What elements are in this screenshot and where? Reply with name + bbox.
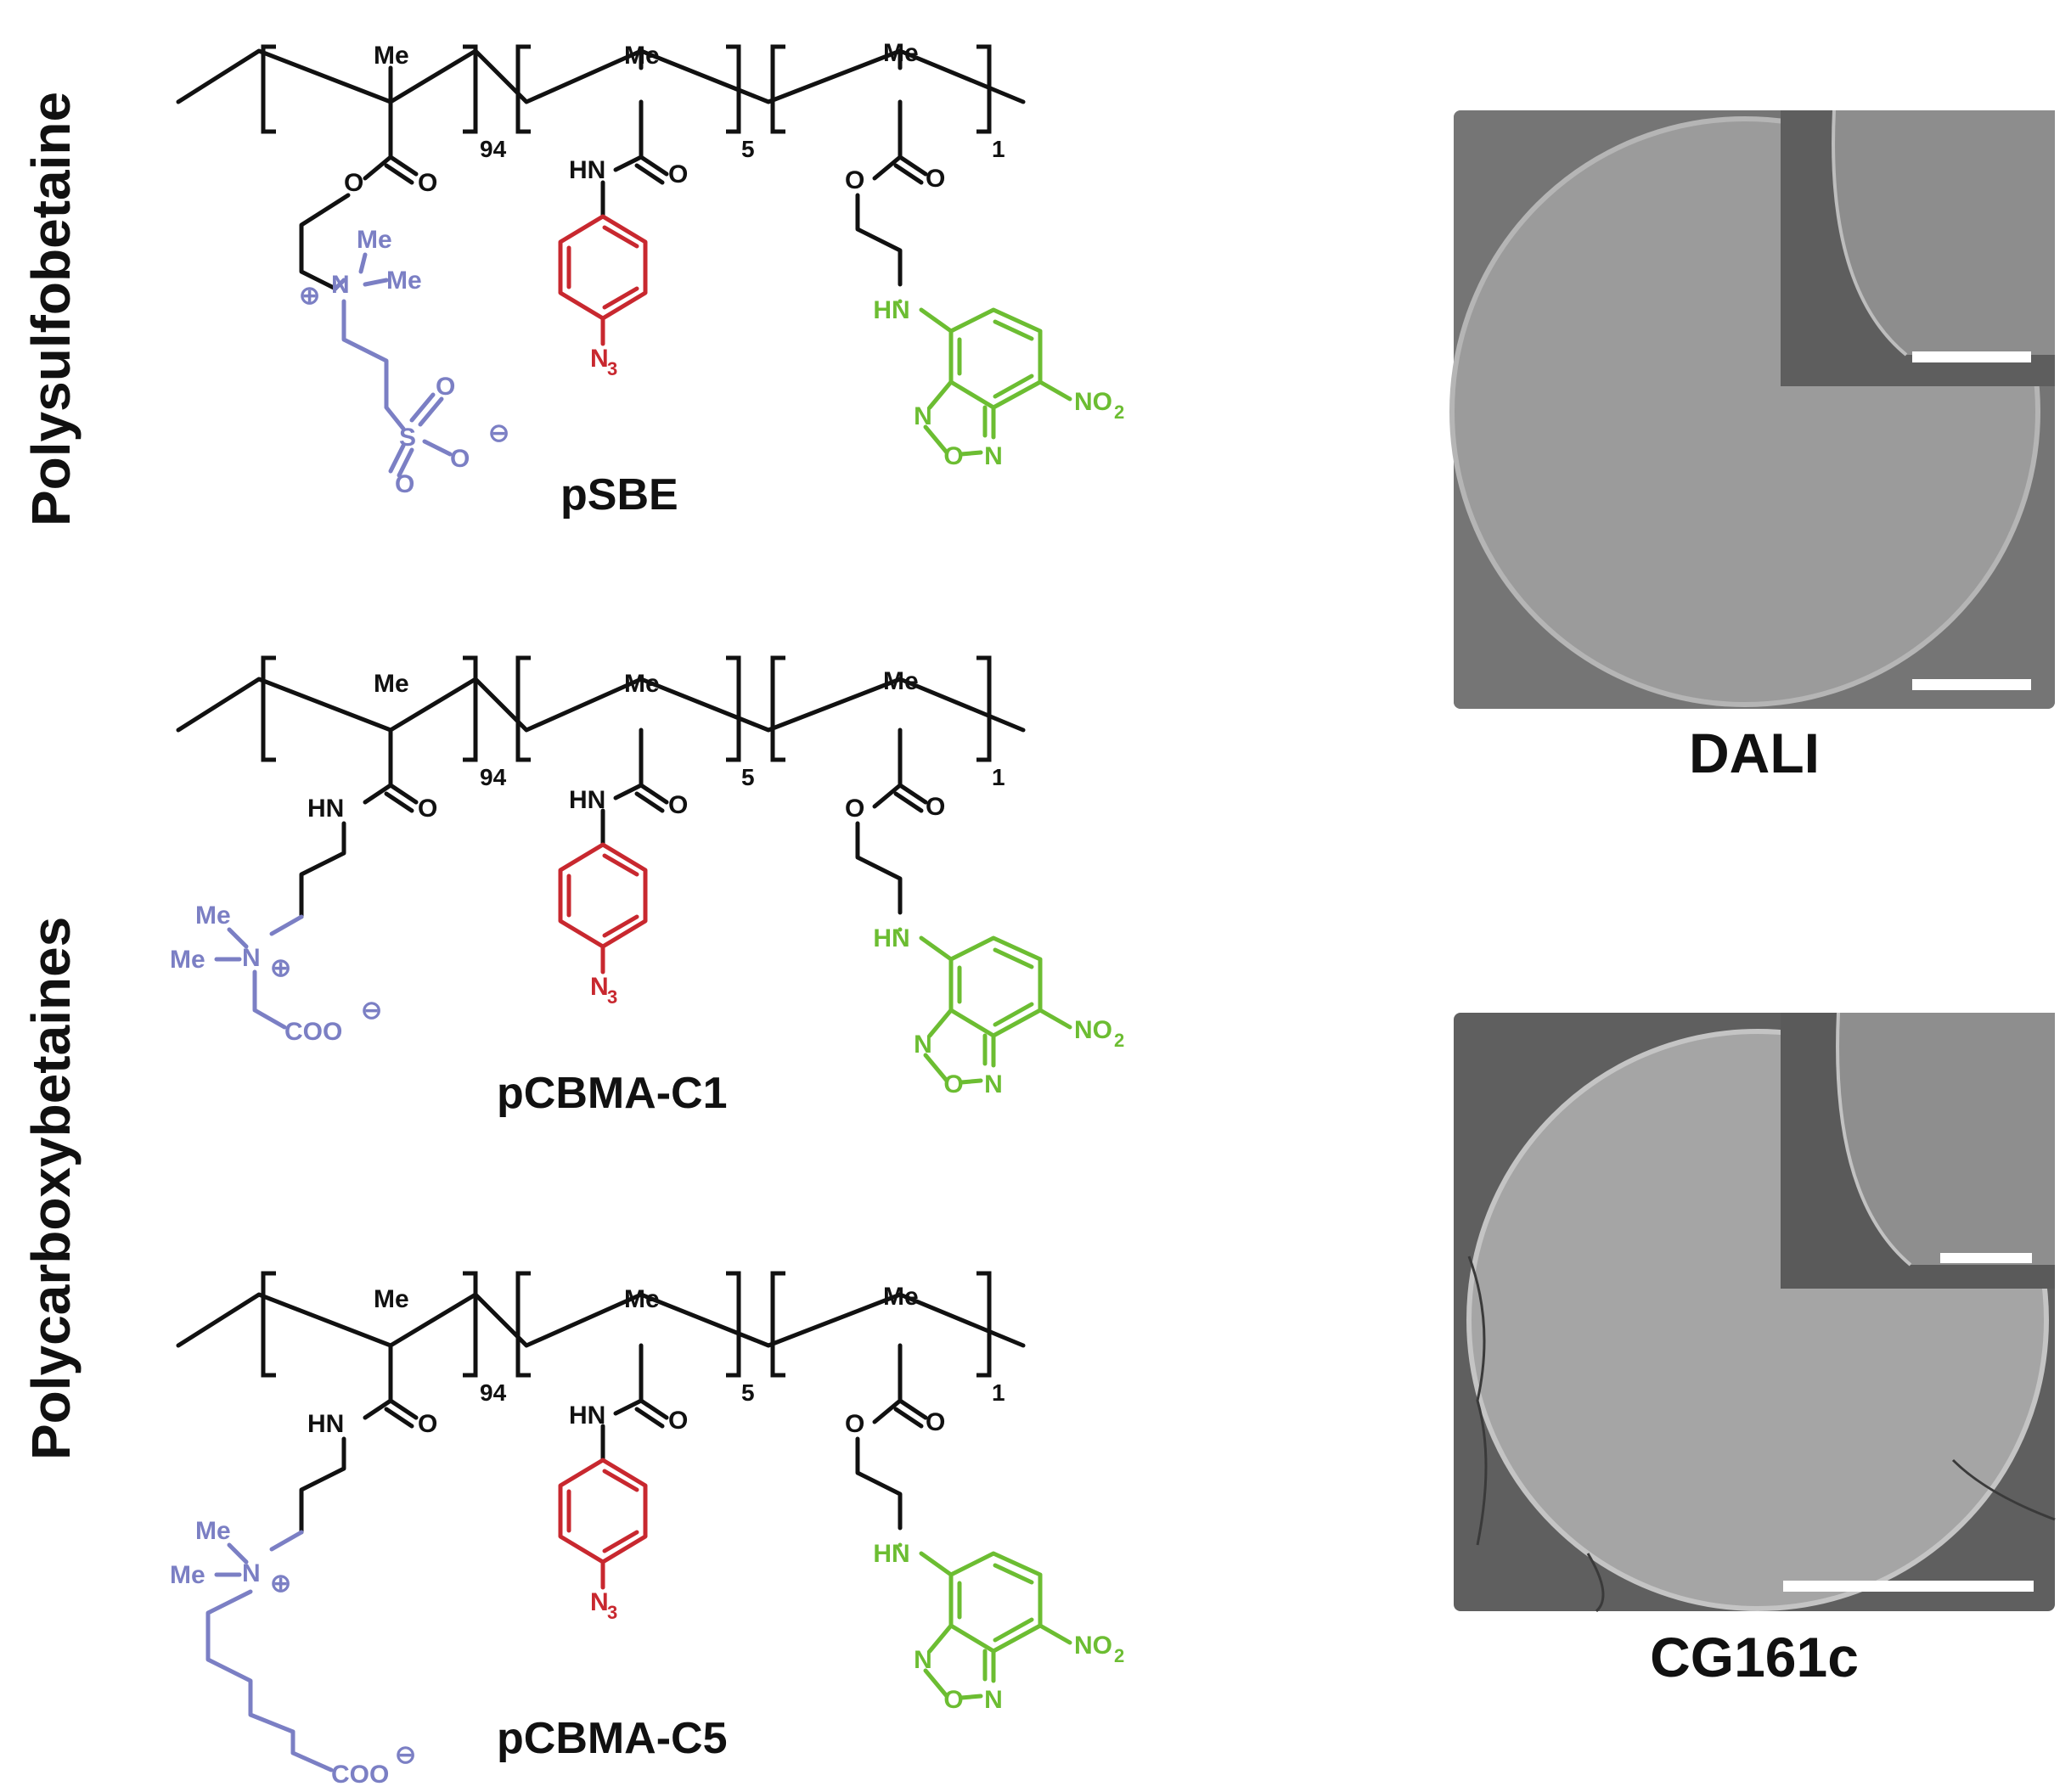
svg-text:Me: Me bbox=[195, 1517, 231, 1545]
svg-text:N: N bbox=[331, 271, 350, 299]
side-label-polycarboxybetaines: Polycarboxybetaines bbox=[20, 917, 82, 1460]
svg-text:N: N bbox=[242, 1559, 261, 1587]
svg-text:3: 3 bbox=[607, 1602, 617, 1623]
sem-label-cg161c: CG161c bbox=[1650, 1626, 1859, 1688]
svg-text:O: O bbox=[436, 373, 455, 401]
svg-text:⊖: ⊖ bbox=[488, 419, 509, 447]
svg-text:O: O bbox=[926, 165, 945, 193]
svg-text:O: O bbox=[668, 1407, 688, 1435]
polymer-pcbma-c1: 94 5 1 Me Me Me O HN N Me Me ⊕ COO ⊖ O H… bbox=[170, 655, 1124, 1118]
scale-bar bbox=[1912, 679, 2031, 690]
subscript-1: 1 bbox=[992, 1379, 1005, 1406]
svg-text:Me: Me bbox=[624, 1285, 660, 1313]
polymer-pcbma-c5: 94 5 1 Me Me Me O HN N Me Me ⊕ COO ⊖ O H… bbox=[170, 1271, 1124, 1789]
svg-text:O: O bbox=[845, 166, 864, 194]
svg-text:O: O bbox=[418, 1410, 437, 1438]
svg-text:O: O bbox=[668, 160, 688, 188]
inset-scale-bar bbox=[1912, 351, 2031, 362]
subscript-1: 1 bbox=[992, 764, 1005, 790]
svg-text:O: O bbox=[344, 169, 363, 197]
svg-text:Me: Me bbox=[374, 1285, 409, 1313]
svg-text:⊕: ⊕ bbox=[299, 282, 320, 310]
svg-text:3: 3 bbox=[607, 986, 617, 1008]
svg-text:COO: COO bbox=[331, 1761, 389, 1789]
subscript-5: 5 bbox=[741, 1379, 755, 1406]
polymer-name-pcbma-c1: pCBMA-C1 bbox=[497, 1069, 728, 1118]
svg-text:⊖: ⊖ bbox=[361, 997, 382, 1025]
svg-text:Me: Me bbox=[357, 226, 392, 254]
polymer-psbe: 94 5 1 Me Me Me O O N Me Me ⊕ S O O O ⊖ bbox=[176, 39, 1124, 520]
subscript-1: 1 bbox=[992, 136, 1005, 162]
svg-text:O: O bbox=[450, 445, 470, 473]
svg-text:Me: Me bbox=[624, 670, 660, 698]
svg-text:Me: Me bbox=[883, 39, 919, 67]
svg-text:N: N bbox=[242, 944, 261, 972]
svg-text:O: O bbox=[926, 793, 945, 821]
svg-text:Me: Me bbox=[624, 42, 660, 70]
polymer-name-psbe: pSBE bbox=[560, 470, 678, 520]
svg-text:Me: Me bbox=[883, 667, 919, 695]
sem-label-dali: DALI bbox=[1689, 722, 1820, 784]
svg-text:Me: Me bbox=[170, 946, 205, 974]
subscript-94: 94 bbox=[480, 136, 507, 162]
svg-text:⊕: ⊕ bbox=[270, 1570, 291, 1598]
svg-text:⊖: ⊖ bbox=[395, 1741, 416, 1769]
inset-scale-bar bbox=[1940, 1253, 2032, 1263]
svg-text:O: O bbox=[395, 470, 414, 498]
svg-text:O: O bbox=[845, 1410, 864, 1438]
svg-text:O: O bbox=[418, 795, 437, 823]
scale-bar bbox=[1783, 1581, 2034, 1592]
svg-text:Me: Me bbox=[374, 42, 409, 70]
sem-image-dali: DALI bbox=[1449, 110, 2055, 784]
svg-text:HN: HN bbox=[569, 1402, 605, 1430]
svg-text:HN: HN bbox=[307, 1410, 344, 1438]
svg-text:HN: HN bbox=[569, 156, 605, 184]
subscript-5: 5 bbox=[741, 764, 755, 790]
polymer-name-pcbma-c5: pCBMA-C5 bbox=[497, 1714, 728, 1763]
svg-text:N: N bbox=[590, 973, 609, 1001]
svg-text:N: N bbox=[590, 345, 609, 373]
svg-text:Me: Me bbox=[374, 670, 409, 698]
side-label-polysulfobetaine: Polysulfobetaine bbox=[20, 92, 82, 526]
svg-text:Me: Me bbox=[170, 1561, 205, 1589]
sem-image-cg161c: CG161c bbox=[1454, 1012, 2056, 1688]
svg-text:3: 3 bbox=[607, 358, 617, 379]
svg-text:Me: Me bbox=[883, 1283, 919, 1311]
svg-text:Me: Me bbox=[195, 902, 231, 930]
svg-text:HN: HN bbox=[307, 795, 344, 823]
svg-text:COO: COO bbox=[284, 1018, 342, 1046]
svg-text:O: O bbox=[668, 791, 688, 819]
subscript-94: 94 bbox=[480, 764, 507, 790]
svg-text:Me: Me bbox=[386, 267, 422, 295]
svg-text:O: O bbox=[845, 795, 864, 823]
svg-text:HN: HN bbox=[569, 786, 605, 814]
subscript-94: 94 bbox=[480, 1379, 507, 1406]
svg-text:N: N bbox=[590, 1588, 609, 1616]
svg-text:⊕: ⊕ bbox=[270, 954, 291, 982]
subscript-5: 5 bbox=[741, 136, 755, 162]
svg-text:O: O bbox=[418, 169, 437, 197]
svg-text:O: O bbox=[926, 1408, 945, 1436]
